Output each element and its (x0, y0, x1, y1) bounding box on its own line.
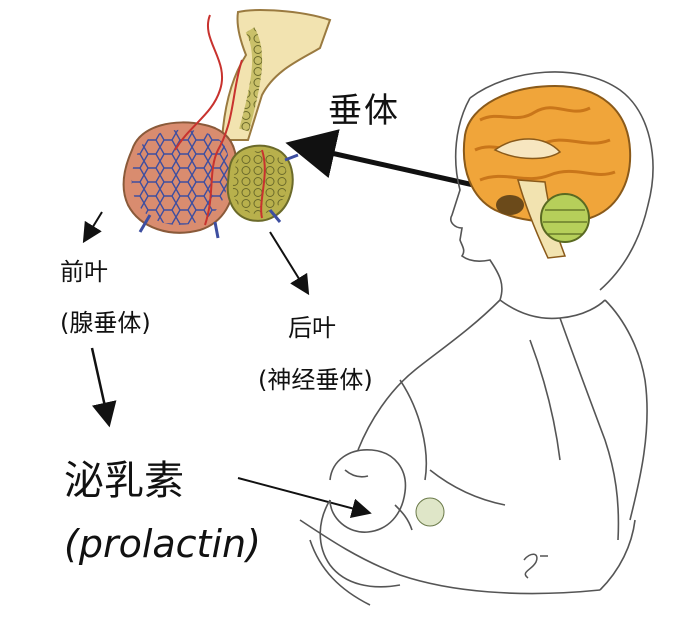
arrow-to-pituitary (285, 129, 497, 193)
pituitary-gland (122, 9, 332, 239)
arrow-to-prolactin (90, 347, 117, 428)
label-posterior-lobe-sub: (神经垂体) (258, 366, 373, 394)
label-anterior-lobe: 前叶 (60, 258, 108, 286)
label-posterior-lobe: 后叶 (288, 314, 336, 342)
label-anterior-lobe-sub: (腺垂体) (60, 309, 151, 337)
arrow-to-infant (237, 477, 372, 519)
brain (462, 84, 632, 259)
label-prolactin-en: (prolactin) (64, 522, 261, 566)
label-pituitary: 垂体 (328, 91, 400, 131)
signature-mark (523, 553, 548, 579)
label-prolactin: 泌乳素 (64, 458, 184, 504)
arrow-to-anterior (82, 211, 103, 244)
arrow-to-posterior (269, 231, 310, 296)
infant-figure (319, 449, 445, 588)
mother-figure (299, 71, 654, 606)
